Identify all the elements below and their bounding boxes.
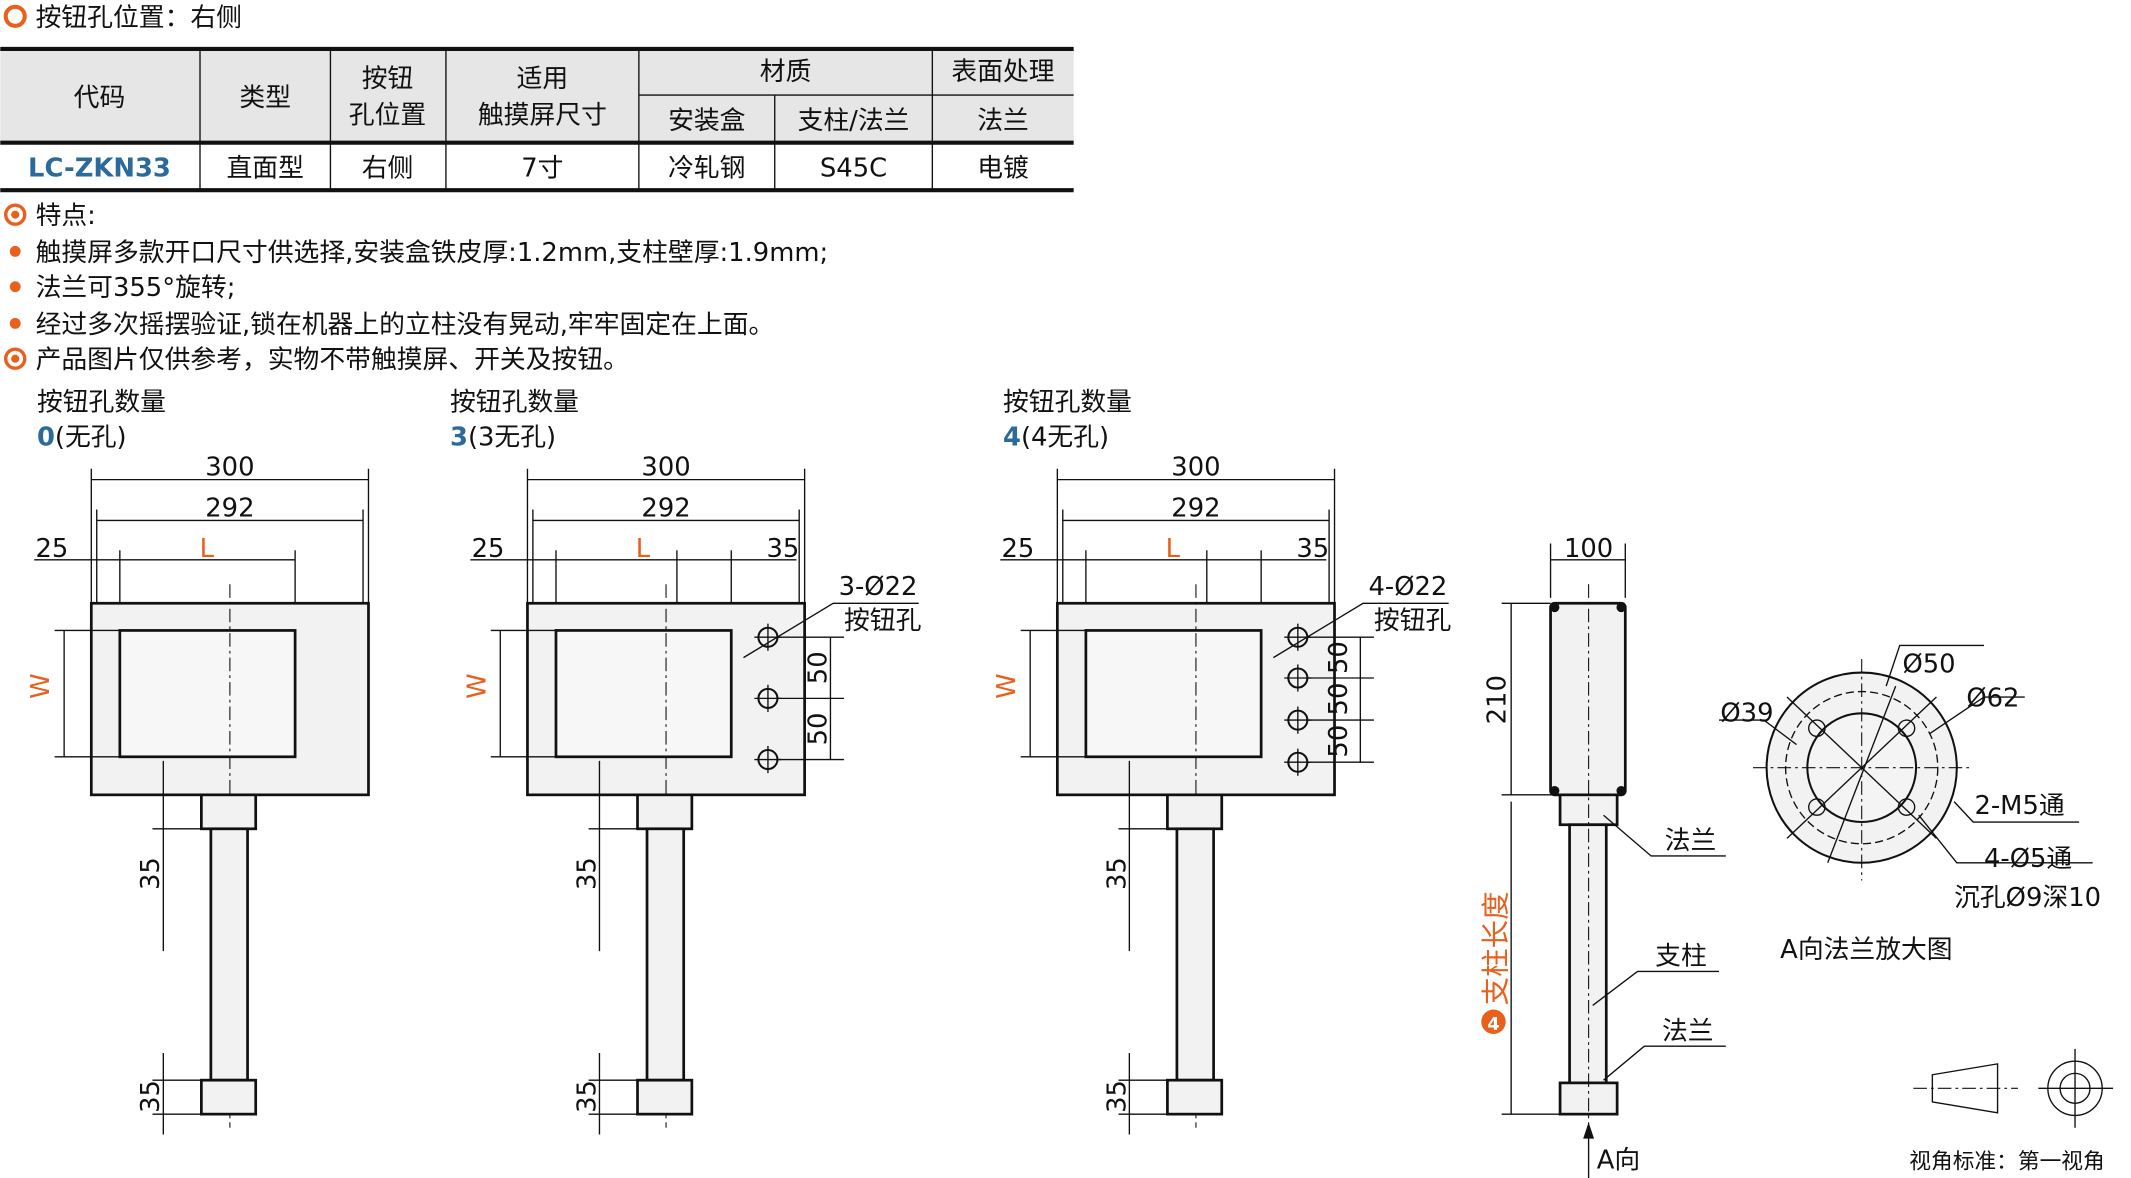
hole-count: 3(3无孔) xyxy=(450,423,556,453)
flange-view: Ø50 Ø62 Ø39 2-M5通 4-Ø5通 沉孔Ø9深10 A向法兰放大图 xyxy=(1719,644,2101,965)
flange-caption: A向法兰放大图 xyxy=(1780,935,1952,965)
features: 特点: 触摸屏多款开口尺寸供选择,安装盒铁皮厚:1.2mm,支柱壁厚:1.9mm… xyxy=(4,201,829,375)
hole-spec-label: 4-Ø22 xyxy=(1368,572,1447,602)
dim-25: 25 xyxy=(35,534,68,564)
dim-d39: Ø39 xyxy=(1720,698,1773,728)
side-view: 100 210 4 支柱长度 法兰 支柱 法兰 A向 xyxy=(1480,534,1726,1178)
dim-50: 50 xyxy=(1324,683,1354,716)
hole-count-suffix: (无孔) xyxy=(55,423,127,453)
dim-35: 35 xyxy=(766,534,799,564)
dim-35: 35 xyxy=(136,1080,166,1113)
dim-L: L xyxy=(1166,534,1181,564)
dim-210: 210 xyxy=(1483,675,1513,724)
hole-count-suffix: (4无孔) xyxy=(1021,423,1109,453)
ring-icon xyxy=(3,4,27,28)
note-text: 产品图片仅供参考，实物不带触摸屏、开关及按钮。 xyxy=(36,345,629,375)
dim-300: 300 xyxy=(205,453,254,483)
pole-length-label: 支柱长度 xyxy=(1480,891,1513,1005)
holes-label: 4-Ø5通 xyxy=(1984,844,2072,874)
dim-300: 300 xyxy=(641,453,690,483)
dim-W: W xyxy=(462,673,492,699)
dim-292: 292 xyxy=(205,493,254,523)
number-badge-icon xyxy=(1481,1009,1506,1034)
dim-25: 25 xyxy=(1002,534,1035,564)
counterbore-label: 沉孔Ø9深10 xyxy=(1954,883,2101,913)
hole-name-label: 按钮孔 xyxy=(1374,606,1452,636)
th-surface: 表面处理 xyxy=(951,57,1054,87)
dim-35: 35 xyxy=(572,1080,602,1113)
th-screen-2: 触摸屏尺寸 xyxy=(478,101,607,131)
first-angle-projection-symbol: 视角标准：第一视角 xyxy=(1909,1048,2114,1174)
dim-292: 292 xyxy=(641,493,690,523)
features-title: 特点: xyxy=(36,201,96,231)
cell-type: 直面型 xyxy=(227,154,304,184)
th-box: 安装盒 xyxy=(668,106,746,136)
a-direction-label: A向 xyxy=(1597,1145,1640,1175)
flange-bottom-label: 法兰 xyxy=(1662,1016,1714,1046)
hole-count-value: 3 xyxy=(450,423,468,453)
panel-title: 按钮孔数量 xyxy=(450,387,579,417)
dim-50: 50 xyxy=(1324,725,1354,758)
cell-hole-pos: 右侧 xyxy=(362,154,414,184)
cell-flange: 电镀 xyxy=(977,154,1029,184)
feature-item: 法兰可355°旋转; xyxy=(36,273,236,303)
cell-pole: S45C xyxy=(820,154,887,184)
dim-L: L xyxy=(636,534,651,564)
panel-title: 按钮孔数量 xyxy=(37,387,166,417)
panel-2: 按钮孔数量 4(4无孔) 300 292 25 L W 35 35 35 50 50 50 4-Ø22 按钮… xyxy=(992,387,1452,1135)
feature-item: 经过多次摇摆验证,锁在机器上的立柱没有晃动,牢牢固定在上面。 xyxy=(36,310,775,340)
cell-code: LC-ZKN33 xyxy=(28,154,171,184)
dim-W: W xyxy=(26,673,56,699)
pole-length-badge: 4 xyxy=(1487,1015,1499,1035)
view-standard-label: 视角标准：第一视角 xyxy=(1909,1149,2104,1174)
th-code: 代码 xyxy=(74,83,126,113)
hole-count-value: 4 xyxy=(1003,423,1021,453)
pole-label: 支柱 xyxy=(1655,942,1707,972)
bullet-icon xyxy=(9,245,21,257)
target-icon xyxy=(4,347,27,370)
dim-50: 50 xyxy=(803,713,833,746)
hole-count-value: 0 xyxy=(37,423,55,453)
panel-1: 按钮孔数量 3(3无孔) 300 292 25 L W 35 35 35 50 50 3-Ø22 按钮孔 xyxy=(450,387,922,1135)
dim-35: 35 xyxy=(1102,857,1132,890)
dim-25: 25 xyxy=(472,534,505,564)
dim-35: 35 xyxy=(1102,1080,1132,1113)
hole-position-label: 按钮孔位置：右侧 xyxy=(36,3,242,33)
dim-W: W xyxy=(992,673,1022,699)
panel-0: 按钮孔数量 0(无孔) 300 292 25 L W 35 35 xyxy=(26,387,370,1135)
bullet-icon xyxy=(9,281,21,293)
dim-300: 300 xyxy=(1171,453,1220,483)
th-screen: 适用 xyxy=(517,64,569,94)
th-type: 类型 xyxy=(239,83,291,113)
dim-50: 50 xyxy=(803,651,833,684)
hole-count-suffix: (3无孔) xyxy=(468,423,556,453)
dim-35: 35 xyxy=(136,857,166,890)
hole-count: 4(4无孔) xyxy=(1003,423,1109,453)
dim-35: 35 xyxy=(1296,534,1329,564)
cell-screen: 7寸 xyxy=(521,154,563,184)
th-hole-pos: 按钮 xyxy=(362,64,414,94)
target-icon xyxy=(4,203,27,226)
dim-d50: Ø50 xyxy=(1902,650,1955,680)
m5-label: 2-M5通 xyxy=(1974,791,2064,821)
th-material: 材质 xyxy=(760,57,812,87)
dim-292: 292 xyxy=(1171,493,1220,523)
dim-50: 50 xyxy=(1324,641,1354,674)
th-hole-pos-2: 孔位置 xyxy=(349,101,426,131)
dim-d62: Ø62 xyxy=(1966,684,2019,714)
panel-title: 按钮孔数量 xyxy=(1003,387,1132,417)
dim-L: L xyxy=(200,534,215,564)
hole-spec-label: 3-Ø22 xyxy=(839,572,918,602)
dim-100: 100 xyxy=(1564,534,1613,564)
dim-35: 35 xyxy=(572,857,602,890)
cell-box: 冷轧钢 xyxy=(668,154,745,184)
feature-item: 触摸屏多款开口尺寸供选择,安装盒铁皮厚:1.2mm,支柱壁厚:1.9mm; xyxy=(36,238,829,268)
bullet-icon xyxy=(9,317,21,329)
hole-name-label: 按钮孔 xyxy=(844,606,922,636)
hole-count: 0(无孔) xyxy=(37,423,127,453)
th-pole: 支柱/法兰 xyxy=(798,106,910,136)
spec-table: 代码 类型 按钮 孔位置 适用 触摸屏尺寸 材质 表面处理 安装盒 支柱/法兰 … xyxy=(0,46,1074,193)
th-flange: 法兰 xyxy=(977,106,1029,136)
flange-top-label: 法兰 xyxy=(1665,826,1717,856)
